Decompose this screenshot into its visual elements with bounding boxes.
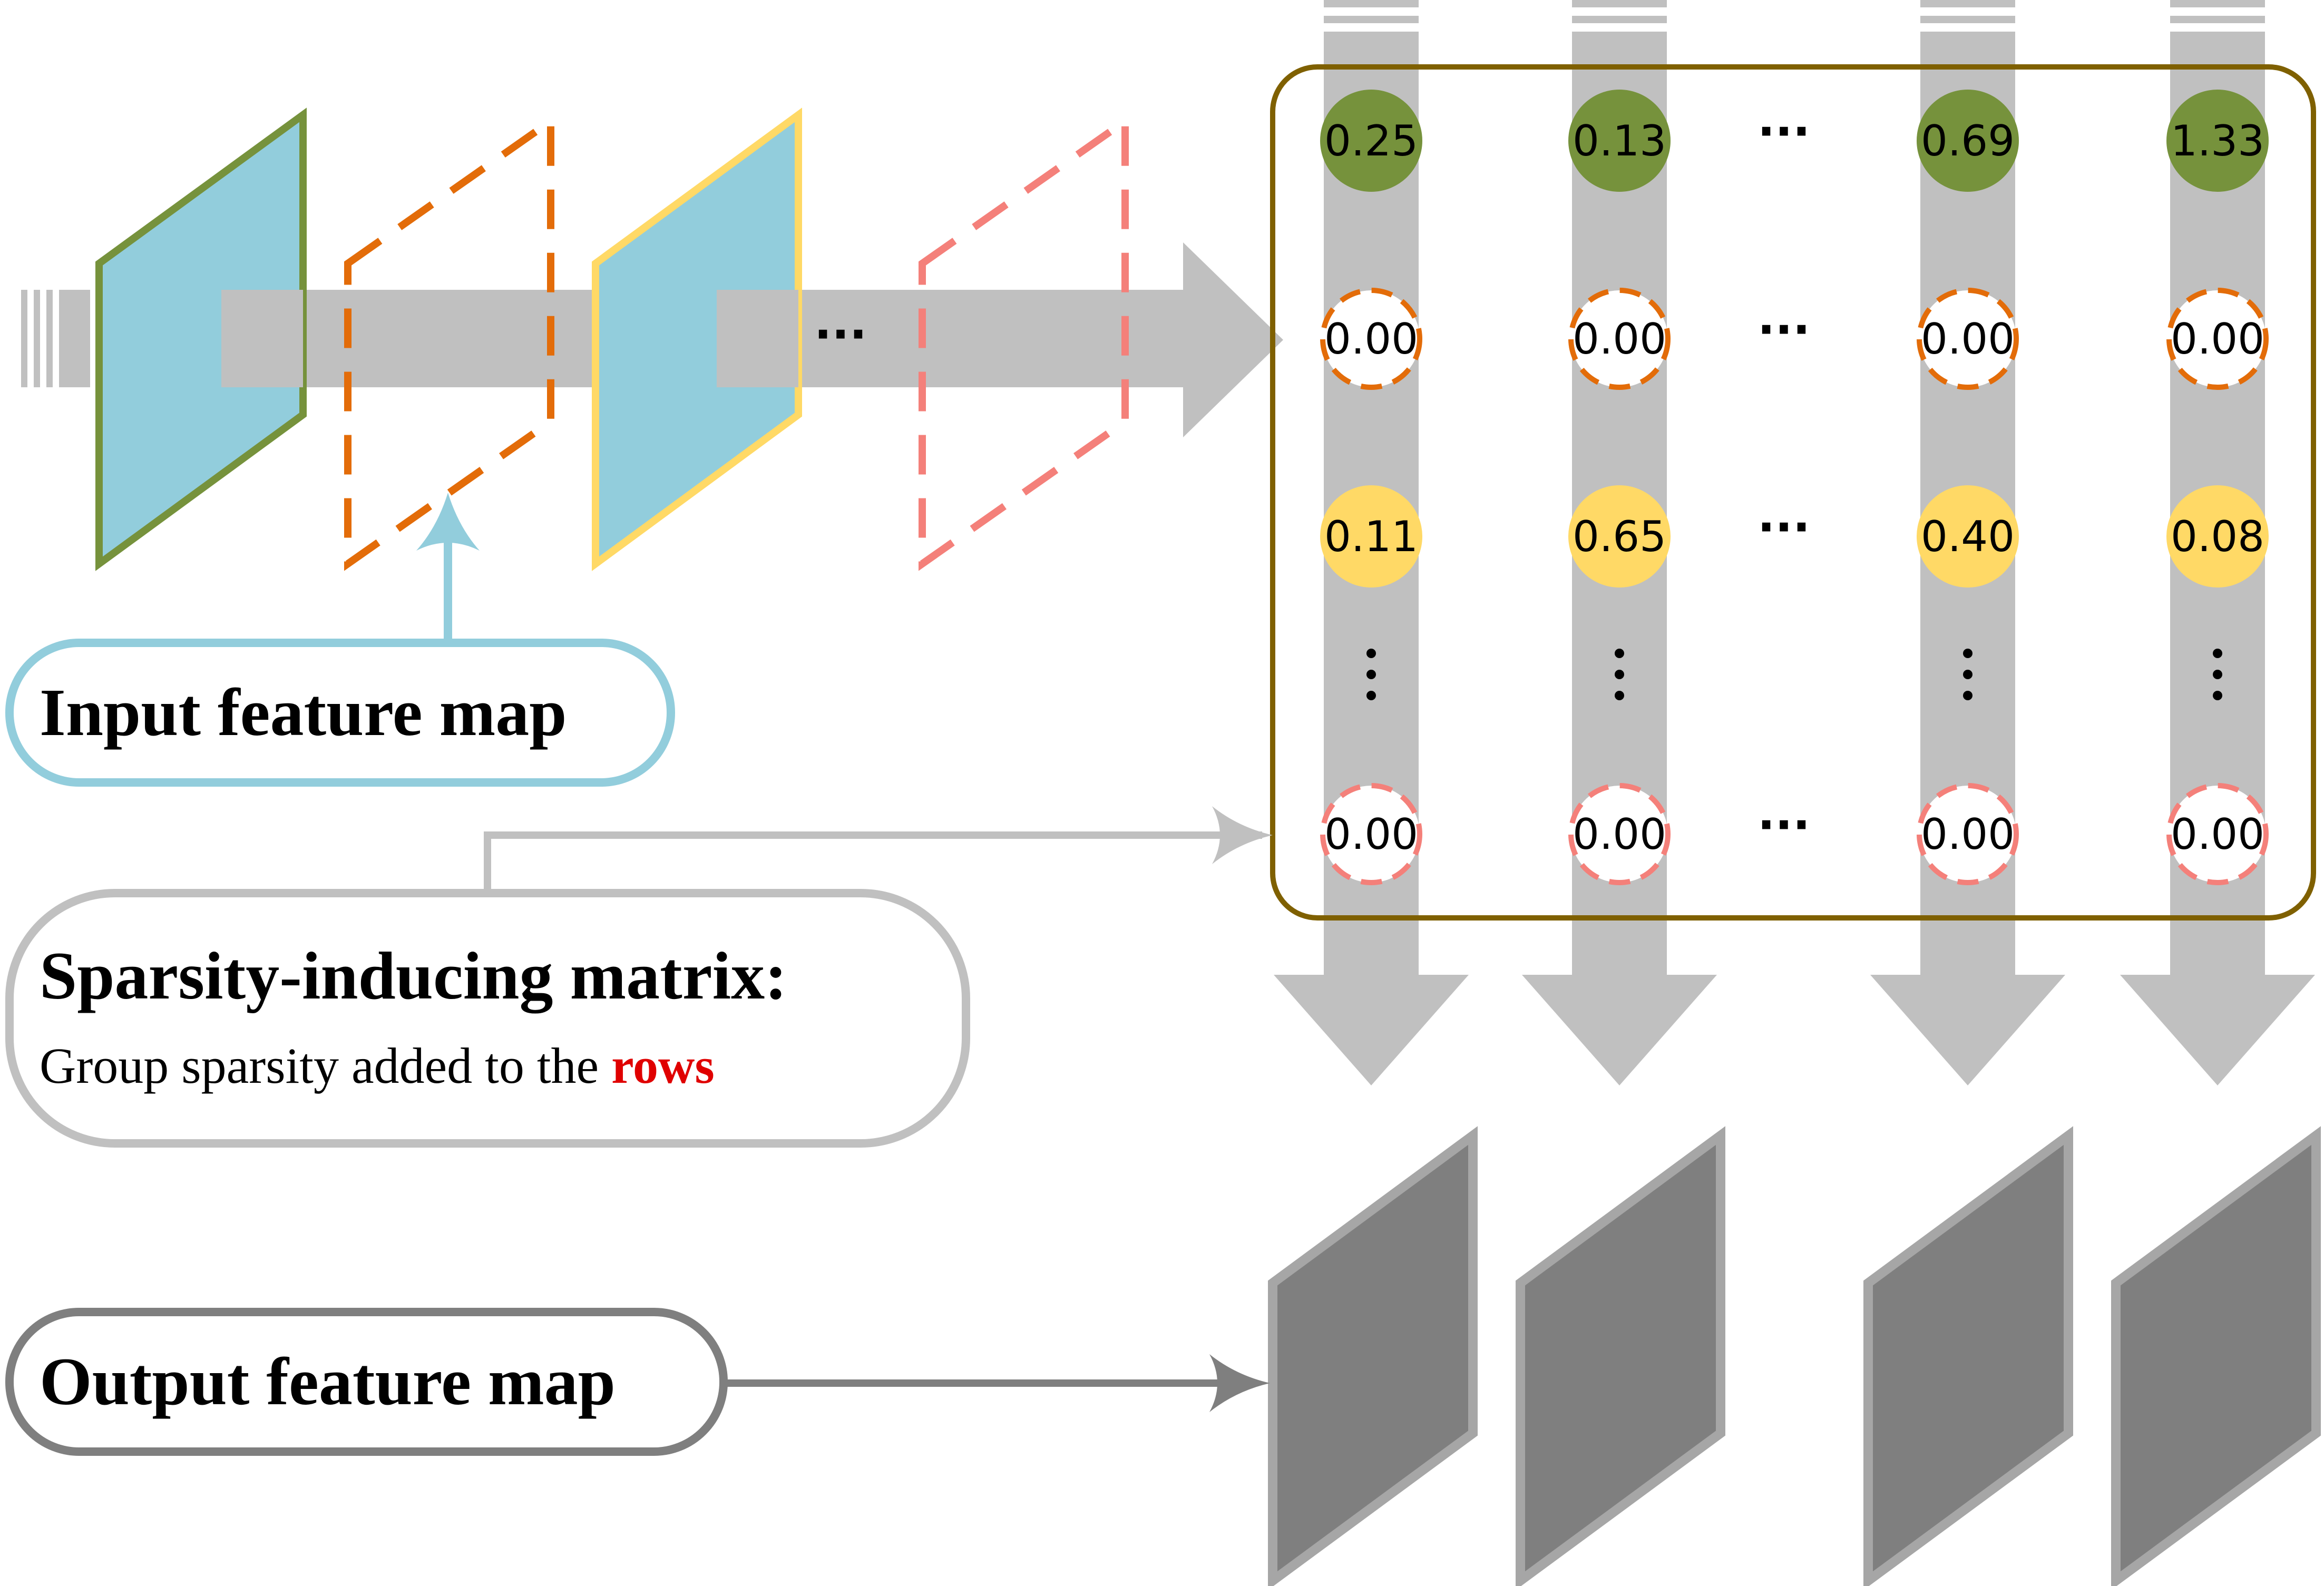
row-ellipsis: ··· xyxy=(1757,104,1810,159)
output-planes xyxy=(1268,1126,2321,1586)
matrix-cell xyxy=(2166,90,2269,192)
sparsity-matrix-frame xyxy=(1270,64,2316,921)
output-callout-arrow xyxy=(725,1354,1270,1412)
matrix-cell-value: 0.00 xyxy=(1324,810,1418,859)
row-ellipsis: ··· xyxy=(1757,798,1810,852)
output-feature-map-label: Output feature map xyxy=(40,1344,616,1419)
matrix-cell xyxy=(1917,783,2019,885)
input-plane-yellow xyxy=(592,107,802,571)
sparsity-label-box xyxy=(5,889,970,1148)
matrix-row-2: 0.00 0.00 ··· 0.00 0.00 xyxy=(1320,288,2269,390)
sparsity-matrix-subtitle: Group sparsity added to the rows xyxy=(40,1037,715,1094)
sparsity-matrix-title: Sparsity-inducing matrix: xyxy=(40,938,787,1013)
matrix-cell xyxy=(1320,783,1422,885)
input-callout-arrow xyxy=(416,493,480,645)
subtitle-prefix: Group sparsity added to the xyxy=(40,1037,611,1094)
matrix-cell xyxy=(1917,90,2019,192)
matrix-cell-value: 0.00 xyxy=(2171,315,2264,364)
main-arrow-front xyxy=(221,290,798,387)
matrix-cell xyxy=(1568,485,1671,588)
input-plane-pink-dashed xyxy=(919,114,1129,571)
output-plane-3 xyxy=(1863,1126,2073,1586)
matrix-cell-value: 0.00 xyxy=(2171,810,2264,859)
input-feature-map-label: Input feature map xyxy=(40,675,567,750)
matrix-cell-value: 0.11 xyxy=(1324,512,1418,561)
row-ellipsis: ··· xyxy=(1757,302,1810,357)
subtitle-highlight: rows xyxy=(611,1037,715,1094)
output-feature-map-label-box xyxy=(5,1308,728,1456)
input-plane-green xyxy=(95,107,307,571)
input-plane-orange-dashed xyxy=(344,114,554,571)
matrix-cell-value: 0.00 xyxy=(1324,315,1418,364)
sparsity-callout-arrow xyxy=(484,806,1273,893)
input-feature-map-label-box xyxy=(5,639,675,787)
arrow-ellipsis: ··· xyxy=(814,307,867,361)
matrix-cell-value: 0.00 xyxy=(1921,810,2015,859)
matrix-cell-value: 0.65 xyxy=(1573,512,1666,561)
matrix-cell xyxy=(2166,288,2269,390)
matrix-cell-value: 1.33 xyxy=(2171,116,2264,165)
matrix-cell xyxy=(2166,783,2269,885)
matrix-cell xyxy=(1320,90,1422,192)
matrix-cell xyxy=(1568,288,1671,390)
matrix-cell-value: 0.08 xyxy=(2171,512,2264,561)
matrix-cell-value: 0.00 xyxy=(1573,810,1666,859)
matrix-row-1: 0.25 0.13 ··· 0.69 1.33 xyxy=(1320,90,2269,192)
matrix-cell-value: 0.40 xyxy=(1921,512,2015,561)
output-plane-4 xyxy=(2111,1126,2321,1586)
matrix-cell-value: 0.69 xyxy=(1921,116,2015,165)
output-plane-1 xyxy=(1268,1126,1478,1586)
matrix-row-4: 0.00 0.00 ··· 0.00 0.00 xyxy=(1320,783,2269,885)
output-plane-2 xyxy=(1516,1126,1725,1586)
matrix-row-3: 0.11 0.65 ··· 0.40 0.08 xyxy=(1320,485,2269,588)
matrix-cell-value: 0.00 xyxy=(1573,315,1666,364)
matrix-cell-value: 0.13 xyxy=(1573,116,1666,165)
matrix-cell xyxy=(2166,485,2269,588)
matrix-cell-value: 0.00 xyxy=(1921,315,2015,364)
matrix-cell xyxy=(1568,783,1671,885)
matrix-cell xyxy=(1320,485,1422,588)
matrix-cell xyxy=(1320,288,1422,390)
row-ellipsis: ··· xyxy=(1757,500,1810,554)
matrix-cell xyxy=(1917,288,2019,390)
vertical-ellipsis-row xyxy=(1366,649,2222,700)
matrix-cell xyxy=(1917,485,2019,588)
matrix-cell-value: 0.25 xyxy=(1324,116,1418,165)
matrix-cell xyxy=(1568,90,1671,192)
